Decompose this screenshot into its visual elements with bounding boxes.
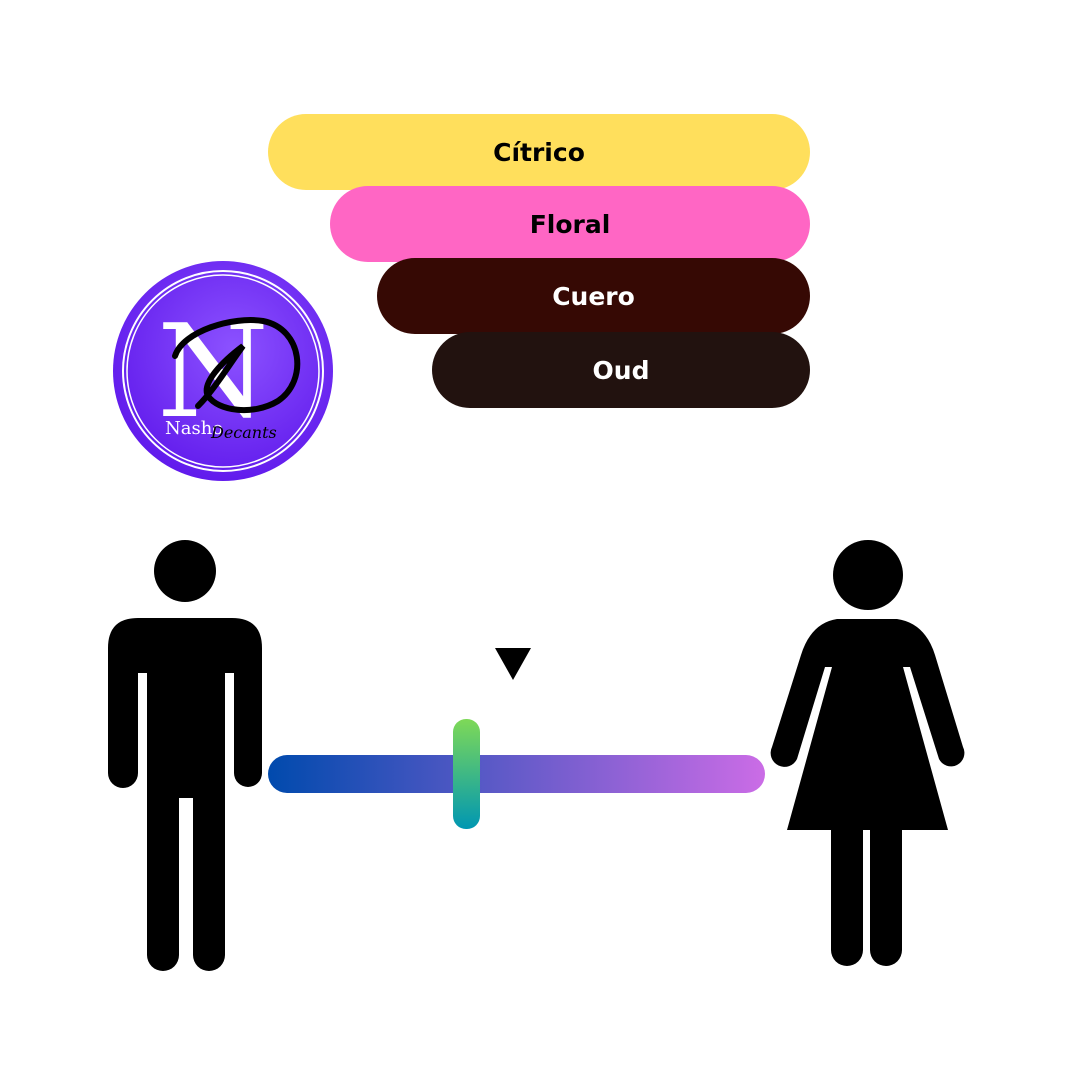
accord-label: Floral xyxy=(529,209,611,239)
accord-cuero: Cuero xyxy=(377,258,810,334)
brand-logo: N Nasho Decants xyxy=(113,261,333,481)
logo-brand-left: Nasho xyxy=(165,418,223,439)
logo-brand-right: Decants xyxy=(210,423,277,442)
accord-citrico: Cítrico xyxy=(268,114,810,190)
accord-label: Oud xyxy=(592,355,650,385)
accord-oud: Oud xyxy=(432,332,810,408)
gender-scale-thumb xyxy=(453,719,481,829)
female-icon xyxy=(765,535,970,975)
accord-label: Cítrico xyxy=(493,137,585,167)
triangle-down-icon xyxy=(495,648,531,680)
gender-scale-track xyxy=(268,755,765,793)
accord-floral: Floral xyxy=(330,186,810,262)
male-icon xyxy=(100,535,270,975)
accord-label: Cuero xyxy=(552,281,635,311)
